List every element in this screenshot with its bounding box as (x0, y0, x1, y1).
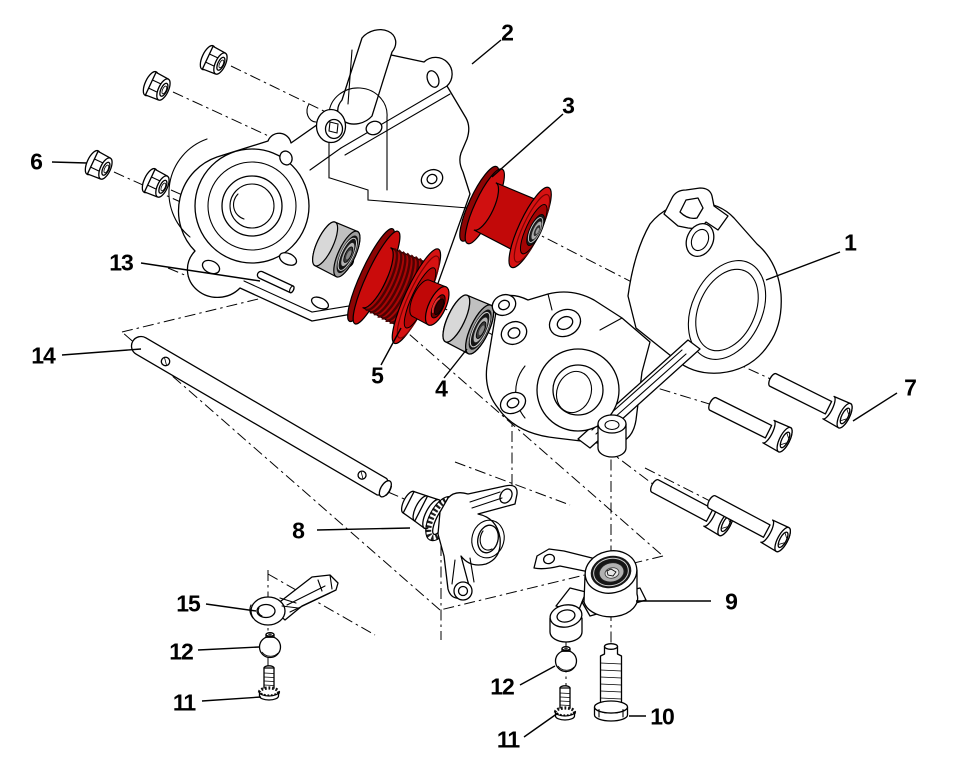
callout-1: 1 (844, 229, 857, 256)
part-13-pin (256, 270, 295, 294)
callout-13: 13 (109, 249, 134, 276)
callout-5: 5 (371, 362, 384, 389)
part-12-balls (258, 632, 578, 673)
part-11-screws (257, 664, 577, 722)
part-7-cap-screws (645, 365, 856, 555)
callout-4: 4 (435, 375, 448, 402)
part-5-timing-pulley (347, 228, 450, 345)
callout-12b: 12 (490, 673, 515, 700)
part-15-ball-link (249, 574, 339, 626)
callout-12a: 12 (169, 638, 194, 665)
callout-2: 2 (501, 19, 514, 46)
part-10-shoulder-screw (593, 643, 629, 722)
callout-11b: 11 (496, 726, 520, 753)
callout-15: 15 (176, 590, 201, 617)
callout-6: 6 (30, 148, 43, 175)
callout-7: 7 (904, 374, 917, 401)
part-3-idler-pulley (459, 165, 552, 269)
callout-11a: 11 (172, 689, 196, 716)
part-9-lever (533, 548, 647, 643)
callout-10: 10 (650, 703, 675, 730)
callout-3: 3 (562, 92, 575, 119)
part-8-tensioner-arm (400, 484, 518, 601)
part-1-housing-main (485, 187, 782, 458)
part-14-shaft (130, 335, 392, 498)
leader-lines (51, 39, 898, 738)
callout-8: 8 (292, 517, 305, 544)
callout-14: 14 (31, 342, 56, 369)
callout-9: 9 (725, 588, 738, 615)
